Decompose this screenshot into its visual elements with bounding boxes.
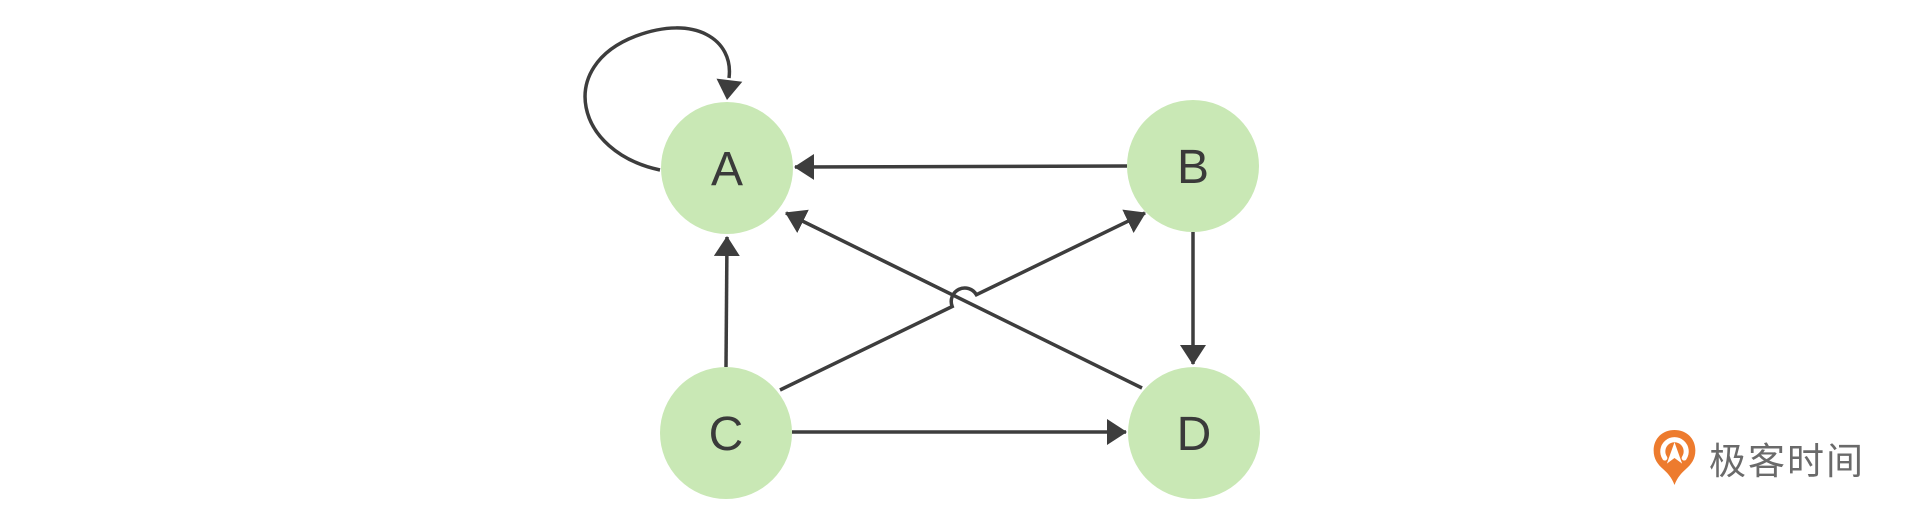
node-a-circle <box>661 102 793 234</box>
logo-ring-shape <box>1660 437 1689 461</box>
nodes-layer: A B C D <box>660 100 1260 499</box>
edges-layer <box>583 26 1206 445</box>
node-d: D <box>1128 367 1260 499</box>
node-c-label: C <box>709 408 744 461</box>
geektime-logo-icon <box>1653 430 1696 485</box>
node-b-label: B <box>1177 141 1209 194</box>
edge-b-a <box>794 153 1128 180</box>
edge-c-a <box>713 236 740 368</box>
node-d-label: D <box>1177 408 1212 461</box>
geektime-logo-text: 极客时间 <box>1709 440 1865 482</box>
geektime-logo: 极客时间 <box>1652 429 1865 486</box>
node-c-circle <box>660 367 792 499</box>
edge-c-b-with-hop <box>779 209 1146 392</box>
node-a: A <box>661 102 793 234</box>
logo-arrow-shape <box>1666 442 1683 464</box>
edge-a-a-self-loop <box>583 26 743 172</box>
edge-a-a-path <box>583 26 732 172</box>
node-a-label: A <box>711 143 743 196</box>
node-b-circle <box>1127 100 1259 232</box>
node-b: B <box>1127 100 1259 232</box>
node-c: C <box>660 367 792 499</box>
node-d-circle <box>1128 367 1260 499</box>
edge-d-a <box>785 209 1143 390</box>
edge-a-a-arrowhead <box>716 78 743 100</box>
